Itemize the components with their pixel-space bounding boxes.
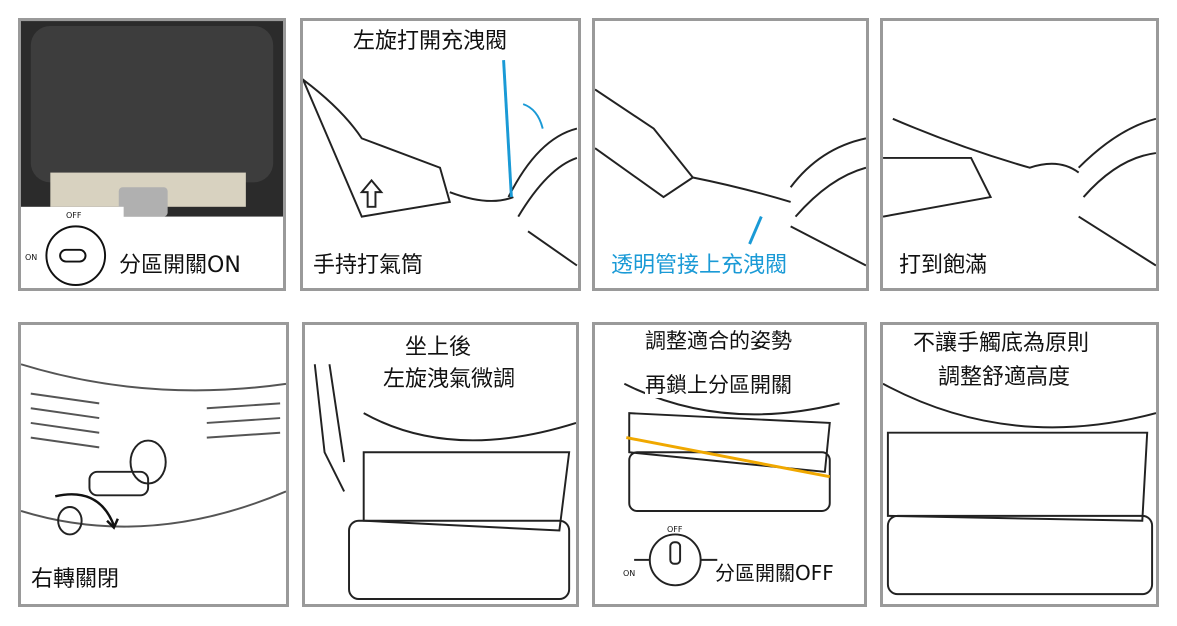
step-4-panel: 打到飽滿 xyxy=(880,18,1159,291)
pump-illustration xyxy=(303,60,578,267)
dial-off-label: OFF xyxy=(667,525,683,534)
posture-lock-illustration xyxy=(623,382,840,587)
step-2-title: 左旋打開充洩閥 xyxy=(353,29,508,56)
step-6-line2: 左旋洩氣微調 xyxy=(383,367,516,394)
step-5-caption: 右轉關閉 xyxy=(31,567,120,594)
step-7-line2: 再鎖上分區開關 xyxy=(645,373,792,399)
full-inflation-illustration xyxy=(883,117,1156,267)
step-4-caption: 打到飽滿 xyxy=(899,253,988,280)
step-2-caption: 手持打氣筒 xyxy=(313,253,424,280)
step-1-caption: 分區開關ON xyxy=(119,253,241,280)
dial-on-label: ON xyxy=(623,569,636,578)
valve-close-illustration xyxy=(21,363,286,536)
comfort-height-illustration xyxy=(883,382,1156,596)
step-3-panel: 透明管接上充洩閥 xyxy=(592,18,869,291)
step-7-line1: 調整適合的姿勢 xyxy=(645,329,792,355)
step-8-line1: 不讓手觸底為原則 xyxy=(913,331,1090,358)
step-8-panel: 不讓手觸底為原則 調整舒適高度 xyxy=(880,322,1159,607)
step-8-line2: 調整舒適高度 xyxy=(938,365,1071,392)
dial-off-label: OFF xyxy=(66,211,82,220)
seated-adjust-illustration xyxy=(313,364,576,600)
cushion-photo xyxy=(21,21,283,288)
step-6-line1: 坐上後 xyxy=(405,335,472,362)
step-7-panel: 調整適合的姿勢 再鎖上分區開關 OFF ON 分區開關OFF xyxy=(592,322,867,607)
step-3-caption: 透明管接上充洩閥 xyxy=(611,253,788,280)
dial-on-label: ON xyxy=(25,253,38,262)
step-7-caption: 分區開關OFF xyxy=(715,561,834,585)
step-2-panel: 左旋打開充洩閥 手持打氣筒 xyxy=(300,18,581,291)
step-1-panel: OFF ON 分區開關ON xyxy=(18,18,286,291)
tube-connection-illustration xyxy=(595,88,866,267)
step-6-panel: 坐上後 左旋洩氣微調 xyxy=(302,322,579,607)
step-5-panel: 右轉關閉 xyxy=(18,322,289,607)
